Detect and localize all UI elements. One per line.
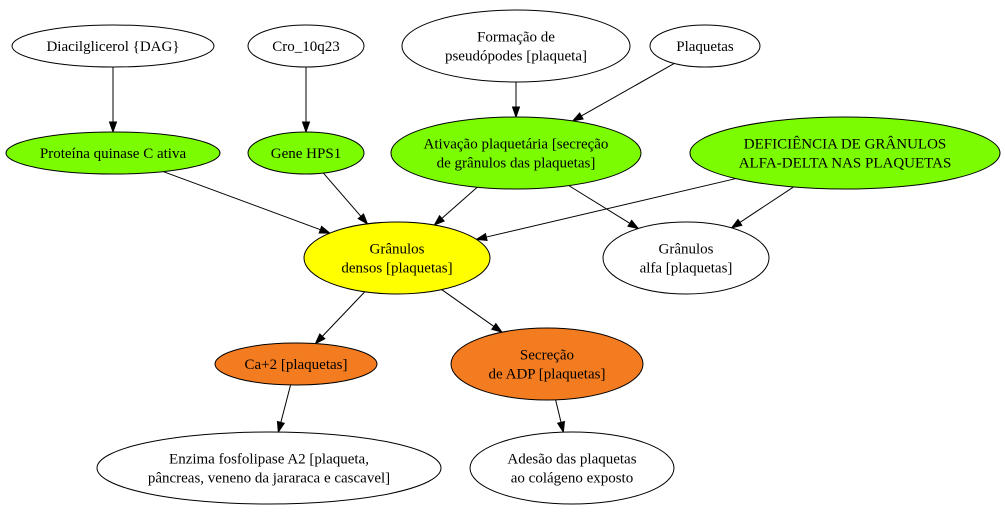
node-label: pseudópodes [plaqueta] bbox=[445, 49, 587, 65]
arrowhead-icon bbox=[357, 213, 369, 226]
edge-line bbox=[322, 172, 362, 217]
edge-line bbox=[568, 185, 631, 224]
arrowhead-icon bbox=[276, 420, 286, 434]
edge-ativacao-to-alfa bbox=[568, 185, 640, 230]
node-ellipse bbox=[247, 24, 365, 68]
node-hps1: Gene HPS1 bbox=[247, 131, 365, 175]
edges-layer bbox=[108, 62, 794, 434]
edge-line bbox=[739, 186, 794, 223]
arrowhead-icon bbox=[627, 219, 640, 230]
node-alfa: Grânulos alfa [plaquetas] bbox=[602, 221, 770, 295]
arrowhead-icon bbox=[511, 106, 521, 119]
edge-ativacao-to-densos bbox=[433, 186, 478, 227]
node-ellipse bbox=[469, 431, 675, 505]
edge-pkc-to-densos bbox=[162, 171, 332, 234]
nodes-layer: Diacilglicerol {DAG} Cro_10q23 Formação de… bbox=[5, 9, 1001, 505]
node-fosfolipase: Enzima fosfolipase A2 [plaqueta, pâncreas… bbox=[96, 431, 442, 505]
edge-cro-to-hps1 bbox=[301, 67, 311, 134]
edge-line bbox=[555, 399, 562, 423]
node-label: Grânulos bbox=[659, 242, 714, 258]
node-cro: Cro_10q23 bbox=[247, 24, 365, 68]
edge-line bbox=[280, 384, 292, 423]
arrowhead-icon bbox=[108, 121, 118, 134]
arrowhead-icon bbox=[318, 225, 332, 234]
arrowhead-icon bbox=[314, 333, 326, 345]
node-pseudopodes: Formação de pseudópodes [plaqueta] bbox=[401, 9, 631, 83]
arrowhead-icon bbox=[475, 232, 488, 242]
edge-line bbox=[321, 291, 366, 337]
node-pkc: Proteína quinase C ativa bbox=[5, 131, 221, 175]
node-label: Secreção bbox=[520, 348, 574, 364]
arrowhead-icon bbox=[301, 121, 311, 134]
node-label: Formação de bbox=[477, 30, 555, 46]
arrowhead-icon bbox=[571, 112, 584, 122]
node-label: Adesão das plaquetas bbox=[507, 452, 636, 468]
node-ellipse bbox=[602, 221, 770, 295]
node-label: Enzima fosfolipase A2 [plaqueta, bbox=[169, 452, 369, 468]
node-deficiencia: DEFICIÊNCIA DE GRÂNULOS ALFA-DELTA NAS PL… bbox=[689, 116, 1001, 190]
edge-line bbox=[441, 289, 495, 327]
node-ellipse bbox=[303, 221, 491, 295]
edge-plaquetas-to-ativacao bbox=[571, 62, 675, 122]
edge-hps1-to-densos bbox=[322, 172, 369, 226]
edge-dag-to-pkc bbox=[108, 67, 118, 134]
node-plaquetas: Plaquetas bbox=[649, 24, 761, 68]
node-ellipse bbox=[689, 116, 1001, 190]
node-ellipse bbox=[11, 24, 215, 68]
node-label: Grânulos bbox=[370, 242, 425, 258]
node-dag: Diacilglicerol {DAG} bbox=[11, 24, 215, 68]
node-ellipse bbox=[450, 327, 644, 401]
node-ativacao: Ativação plaquetária [secreção de grânulo… bbox=[390, 116, 642, 190]
node-label: pâncreas, veneno da jararaca e cascavel] bbox=[148, 471, 390, 487]
node-densos: Grânulos densos [plaquetas] bbox=[303, 221, 491, 295]
node-ellipse bbox=[401, 9, 631, 83]
node-label: Proteína quinase C ativa bbox=[40, 146, 187, 162]
edge-adp-to-adesao bbox=[555, 399, 566, 434]
node-label: DEFICIÊNCIA DE GRÂNULOS bbox=[744, 136, 947, 153]
node-ca: Ca+2 [plaquetas] bbox=[214, 342, 378, 386]
arrowhead-icon bbox=[556, 420, 566, 434]
edge-line bbox=[162, 171, 321, 231]
edge-line bbox=[486, 178, 737, 238]
node-label: Cro_10q23 bbox=[272, 39, 340, 55]
node-label: Gene HPS1 bbox=[271, 146, 341, 162]
edge-line bbox=[581, 62, 675, 117]
node-label: de ADP [plaquetas] bbox=[489, 367, 606, 383]
edge-line bbox=[441, 186, 478, 219]
node-label: ao colágeno exposto bbox=[511, 471, 633, 487]
node-ellipse bbox=[5, 131, 221, 175]
node-ellipse bbox=[390, 116, 642, 190]
arrowhead-icon bbox=[730, 218, 743, 229]
node-label: alfa [plaquetas] bbox=[640, 261, 733, 277]
node-ellipse bbox=[96, 431, 442, 505]
node-ellipse bbox=[214, 342, 378, 386]
node-ellipse bbox=[247, 131, 365, 175]
node-label: Ca+2 [plaquetas] bbox=[244, 357, 347, 373]
edge-pseudopodes-to-ativacao bbox=[511, 82, 521, 119]
node-label: Ativação plaquetária [secreção bbox=[424, 137, 609, 153]
node-label: Diacilglicerol {DAG} bbox=[46, 39, 179, 55]
node-adp: Secreção de ADP [plaquetas] bbox=[450, 327, 644, 401]
edge-densos-to-ca bbox=[314, 291, 366, 345]
arrowhead-icon bbox=[490, 322, 504, 334]
node-adesao: Adesão das plaquetas ao colágeno exposto bbox=[469, 431, 675, 505]
node-label: de grânulos das plaquetas] bbox=[437, 156, 596, 172]
arrowhead-icon bbox=[433, 214, 446, 227]
edge-ca-to-fosfolipase bbox=[276, 384, 292, 434]
node-ellipse bbox=[649, 24, 761, 68]
node-label: densos [plaquetas] bbox=[341, 261, 452, 277]
edge-deficiencia-to-densos bbox=[475, 178, 737, 242]
node-label: ALFA-DELTA NAS PLAQUETAS bbox=[739, 156, 952, 172]
edge-densos-to-adp bbox=[441, 289, 504, 334]
edge-deficiencia-to-alfa bbox=[730, 186, 794, 229]
node-label: Plaquetas bbox=[676, 39, 734, 55]
